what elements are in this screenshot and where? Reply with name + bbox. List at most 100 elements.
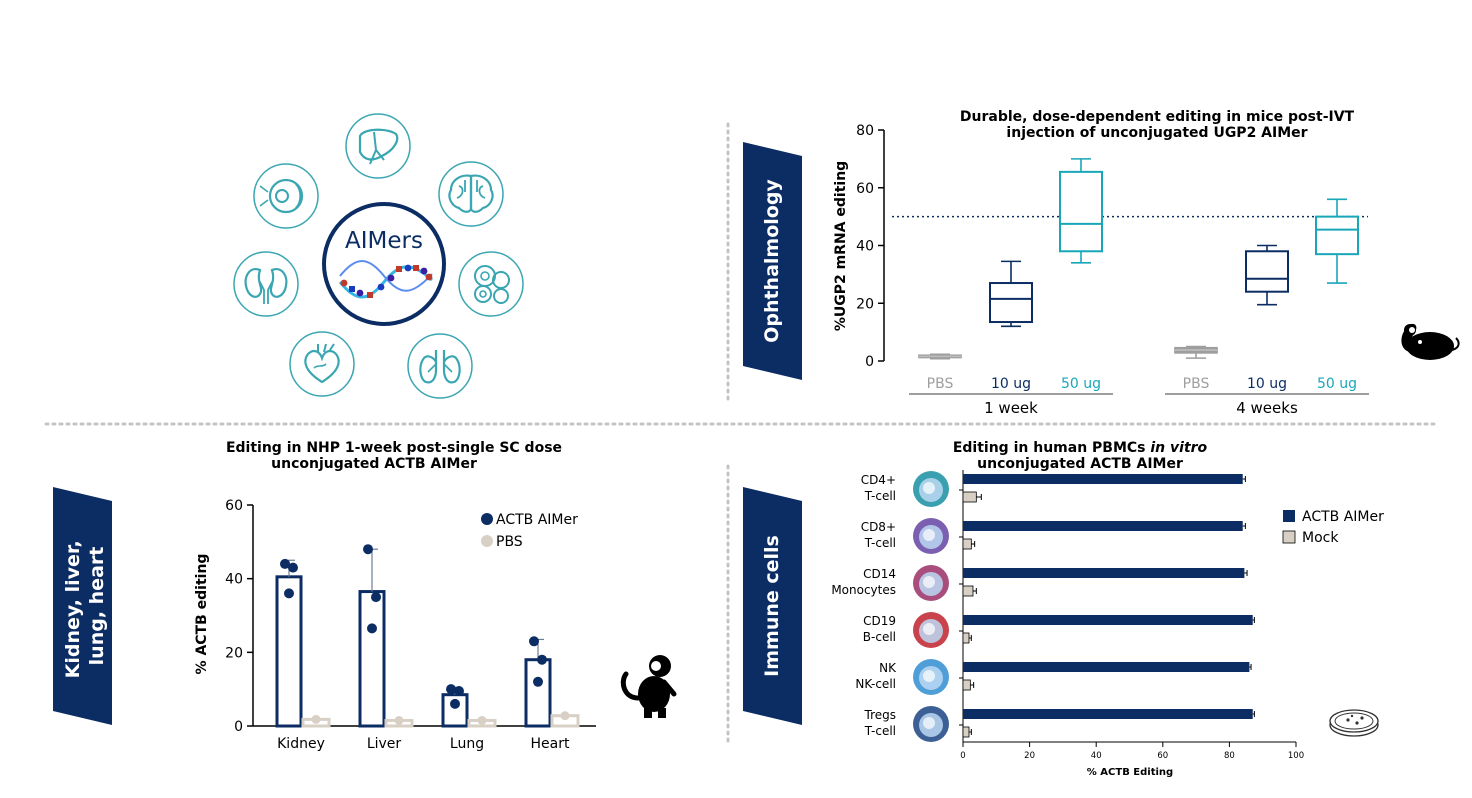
nhp-bar-aimer xyxy=(524,658,552,728)
ophth-y-tick-label: 0 xyxy=(865,354,874,370)
ophth-x-label: PBS xyxy=(927,376,954,392)
pbmc-bar-aimer xyxy=(963,474,1243,484)
cell-highlight-icon xyxy=(923,670,935,682)
pbmc-bar-mock xyxy=(962,726,970,738)
brain-icon xyxy=(438,161,504,227)
pbmc-legend-label-aimer: ACTB AIMer xyxy=(1302,509,1384,525)
pbmc-bar-mock xyxy=(962,491,977,503)
pbmc-category-line1: CD8+ xyxy=(861,520,896,534)
ophth-y-tick-label: 40 xyxy=(856,239,874,255)
nhp-pbs-point xyxy=(311,714,321,724)
nhp-title-line1: Editing in NHP 1-week post-single SC dos… xyxy=(226,440,562,456)
cell-highlight-icon xyxy=(923,482,935,494)
ophthalmology-label: Ophthalmology xyxy=(761,179,783,343)
lungs-icon xyxy=(407,333,473,399)
kidney-icon xyxy=(233,251,299,317)
pbmc-xlabel: % ACTB Editing xyxy=(1087,767,1173,778)
kidney-banner: Kidney, liver, lung, heart xyxy=(53,487,112,725)
pbmc-x-tick-label: 0 xyxy=(960,751,965,761)
petri-dish-icon xyxy=(1329,709,1379,737)
nhp-legend-marker-aimer xyxy=(481,513,493,525)
nhp-y-tick-label: 60 xyxy=(225,498,243,514)
pbmc-x-tick-label: 80 xyxy=(1224,751,1235,761)
ophth-ylabel: %UGP2 mRNA editing xyxy=(833,161,849,331)
monkey-icon xyxy=(620,655,677,718)
mouse-icon xyxy=(1401,323,1460,360)
pbmc-category-line2: T-cell xyxy=(864,724,896,738)
nhp-y-tick-label: 20 xyxy=(225,645,243,661)
pbmc-legend-marker-aimer xyxy=(1283,510,1295,522)
nhp-x-label: Liver xyxy=(367,736,402,752)
nhp-pbs-point xyxy=(560,711,570,721)
ophthalmology-banner: Ophthalmology xyxy=(743,142,802,380)
pbmc-bar-aimer xyxy=(963,662,1250,672)
eye-icon xyxy=(253,163,319,229)
ophthalmology-chart: Durable, dose-dependent editing in mice … xyxy=(833,109,1369,417)
nhp-data-point xyxy=(537,654,547,665)
pbmc-bar-aimer xyxy=(963,709,1253,719)
nhp-pbs-point xyxy=(394,715,404,725)
nhp-legend-marker-pbs xyxy=(481,535,493,547)
nhp-bar-aimer xyxy=(275,575,303,728)
nhp-data-point xyxy=(450,698,460,709)
liver-icon xyxy=(345,113,411,179)
pbmc-chart: Editing in human PBMCs in vitro unconjug… xyxy=(831,440,1384,778)
ophth-title-line2: injection of unconjugated UGP2 AIMer xyxy=(1006,125,1307,141)
pbmc-title-line1: Editing in human PBMCs in vitro xyxy=(953,440,1208,456)
pbmc-bar-mock xyxy=(962,632,970,644)
nhp-x-label: Heart xyxy=(531,736,570,752)
nhp-title-line2: unconjugated ACTB AIMer xyxy=(271,456,477,472)
pbmc-category-line1: CD19 xyxy=(863,614,896,628)
aimers-hub: AIMers xyxy=(322,202,446,326)
nhp-data-point xyxy=(529,636,539,647)
pbmc-category-line1: CD14 xyxy=(863,567,896,581)
pbmc-title-line2: unconjugated ACTB AIMer xyxy=(977,456,1183,472)
pbmc-title-italic: in vitro xyxy=(1150,440,1207,456)
nhp-legend-label-aimer: ACTB AIMer xyxy=(496,512,578,528)
pbmc-x-tick-label: 20 xyxy=(1024,751,1035,761)
pbmc-bar-mock xyxy=(962,585,974,597)
cell-highlight-icon xyxy=(923,576,935,588)
pbmc-x-tick-label: 60 xyxy=(1157,751,1168,761)
ophth-y-tick-label: 20 xyxy=(856,296,874,312)
nhp-data-point xyxy=(288,562,298,573)
ophth-y-tick-label: 80 xyxy=(856,123,874,139)
nhp-ylabel: % ACTB editing xyxy=(194,554,210,675)
ophth-title-line1: Durable, dose-dependent editing in mice … xyxy=(960,109,1355,125)
nhp-data-point xyxy=(446,684,456,695)
nhp-legend-label-pbs: PBS xyxy=(496,534,523,550)
ophth-box xyxy=(1245,250,1289,293)
ophth-x-label: 50 ug xyxy=(1317,376,1357,392)
ophth-box xyxy=(1315,215,1359,256)
nhp-data-point xyxy=(367,623,377,634)
rna-helix-icon xyxy=(338,260,434,299)
immune-label: Immune cells xyxy=(761,535,783,677)
pbmc-x-tick-label: 100 xyxy=(1288,751,1304,761)
nhp-data-point xyxy=(533,676,543,687)
pbmc-category-line2: T-cell xyxy=(864,536,896,550)
pbmc-bar-aimer xyxy=(963,568,1245,578)
nhp-data-point xyxy=(371,592,381,603)
ophth-x-label: 10 ug xyxy=(1247,376,1287,392)
kidney-label-line1: Kidney, liver, xyxy=(62,540,84,678)
nhp-bar-aimer xyxy=(358,590,386,728)
nhp-y-tick-label: 0 xyxy=(234,719,243,735)
immune-banner: Immune cells xyxy=(743,487,802,725)
cell-highlight-icon xyxy=(923,717,935,729)
ophth-box xyxy=(989,282,1033,324)
ophth-group-label: 1 week xyxy=(984,399,1038,417)
nhp-x-label: Kidney xyxy=(277,736,325,752)
pbmc-bar-mock xyxy=(962,679,971,691)
pbmc-category-line2: T-cell xyxy=(864,489,896,503)
hub-label: AIMers xyxy=(345,228,423,254)
pbmc-legend-label-mock: Mock xyxy=(1302,530,1339,546)
ophth-y-tick-label: 60 xyxy=(856,181,874,197)
kidney-label: Kidney, liver, lung, heart xyxy=(62,534,108,679)
nhp-data-point xyxy=(454,686,464,697)
pbmc-title-part1: Editing in human PBMCs xyxy=(953,440,1151,456)
cell-highlight-icon xyxy=(923,623,935,635)
pbmc-category-line1: CD4+ xyxy=(861,473,896,487)
nhp-y-tick-label: 40 xyxy=(225,572,243,588)
nhp-x-label: Lung xyxy=(450,736,484,752)
cell-highlight-icon xyxy=(923,529,935,541)
